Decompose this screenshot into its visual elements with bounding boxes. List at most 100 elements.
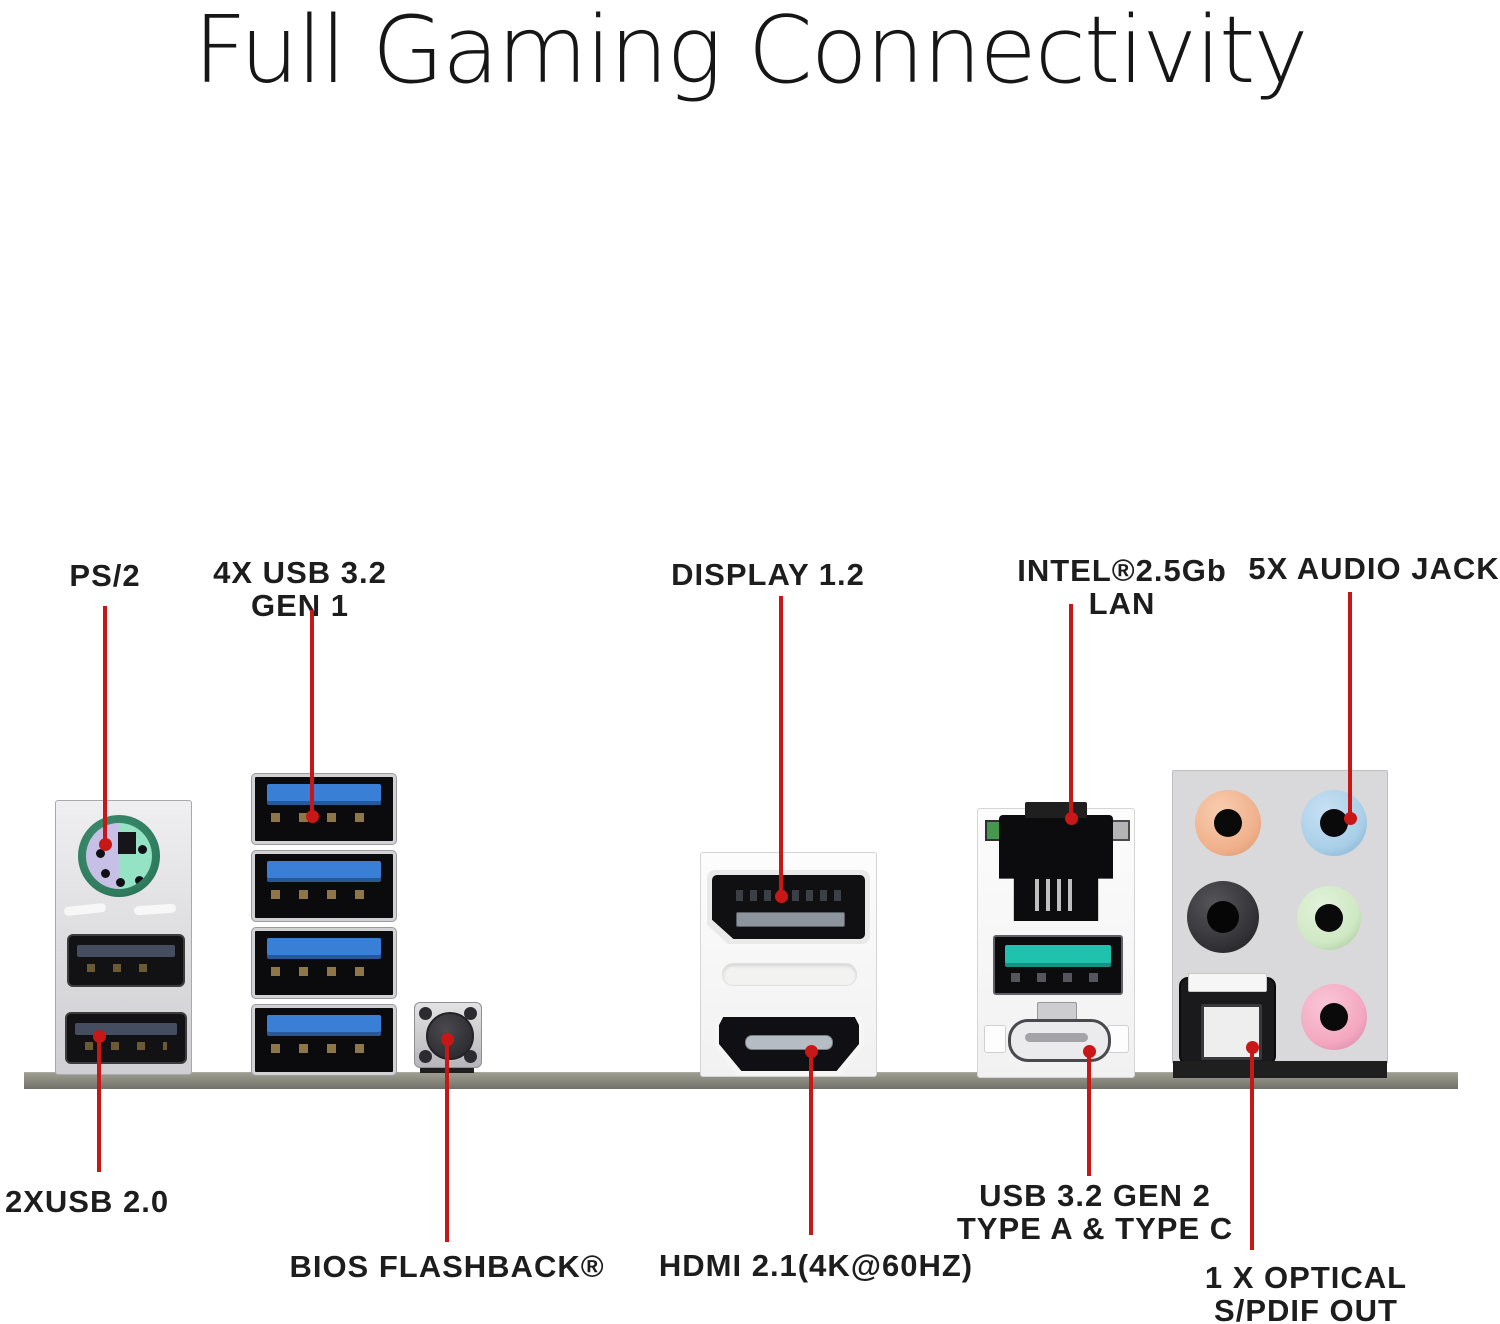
button-corner-pin [464,1050,477,1063]
callout-dot-lan [1065,812,1078,825]
usb3-port-4 [252,1005,396,1075]
bracket-slot [722,963,857,986]
usb2-port-2 [65,1012,187,1064]
spdif-flap [1188,973,1267,992]
rj45-pin-comb [1035,879,1079,911]
ps2-key-notch [118,832,136,854]
label-lan-line2: LAN [1088,586,1156,621]
bios-flashback-button [414,1002,482,1068]
callout-line-bios [445,1043,449,1242]
label-usb32-gen1-line1: 4X USB 3.2 [213,555,387,590]
callout-dot-usb32-gen1 [306,810,319,823]
usb2-pins [87,964,165,972]
jack-hole [1315,904,1343,932]
audio-jack-blue [1301,790,1367,856]
hdmi-shell [714,1013,864,1075]
button-corner-pin [464,1007,477,1020]
video-block [700,852,877,1077]
label-displayport: DISPLAY 1.2 [671,557,865,592]
audio-jack-orange [1195,790,1261,856]
ps2-pin [116,878,125,887]
displayport-shell [707,870,870,944]
jack-hole [1214,809,1242,837]
label-lan: INTEL®2.5Gb LAN [1017,553,1227,621]
callout-dot-hdmi [805,1045,818,1058]
ps2-port [78,815,160,897]
page-title: Full Gaming Connectivity [193,0,1308,104]
callout-line-usb32-gen1 [310,610,314,816]
callout-dot-usb32-gen2 [1083,1045,1096,1058]
label-usb32-gen2-line1: USB 3.2 GEN 2 [979,1178,1211,1213]
usb3-pins [271,1044,377,1053]
audio-jack-pink [1301,984,1367,1050]
ps2-pin [101,869,110,878]
bracket-slot [133,903,177,916]
usb3-port-2 [252,851,396,921]
optical-spdif-port [1179,973,1276,1065]
label-spdif-line1: 1 X OPTICAL [1204,1260,1408,1295]
usb2-contact-strip [75,1023,177,1035]
callout-dot-audio [1344,812,1357,825]
jack-hole [1320,809,1348,837]
usb2-port-1 [67,934,185,987]
label-ps2: PS/2 [69,558,141,593]
usb3-tongue [267,784,381,805]
usb3-tongue [267,938,381,959]
usb3-port-3 [252,928,396,998]
usb-gen2-pins [1011,973,1105,982]
label-audio: 5X AUDIO JACK [1248,551,1500,586]
ps2-usb2-block [55,800,192,1075]
usb-c-slot [1025,1033,1088,1042]
label-spdif: 1 X OPTICAL S/PDIF OUT [1204,1260,1408,1324]
usb3-pins [271,967,377,976]
label-bios: BIOS FLASHBACK® [289,1249,605,1284]
callout-line-ps2 [103,606,107,844]
hdmi-contact-bar [745,1035,833,1050]
ps2-port-inner [86,823,152,889]
usb-gen2-tongue [1005,945,1111,967]
label-usb32-gen2-line2: TYPE A & TYPE C [956,1211,1234,1246]
ps2-pin [135,876,144,885]
audio-block-base [1173,1061,1387,1078]
callout-dot-bios [441,1033,454,1046]
usb32-gen2-type-c-port [1008,1019,1111,1062]
callout-line-usb32-gen2 [1087,1055,1091,1176]
hdmi-port [719,1017,859,1071]
usb2-contact-strip [77,945,175,957]
jack-hole [1320,1003,1348,1031]
label-hdmi: HDMI 2.1(4K@60HZ) [658,1248,974,1283]
ps2-pin [138,845,147,854]
usb3-tongue [267,861,381,882]
callout-dot-displayport [775,890,788,903]
usb2-pins [85,1042,167,1050]
usb3-pins [271,890,377,899]
callout-line-usb20 [97,1040,101,1172]
callout-dot-ps2 [99,838,112,851]
usb32-gen2-type-a-port [993,935,1123,995]
label-lan-line1: INTEL®2.5Gb [1017,553,1227,588]
callout-line-displayport [779,596,783,896]
usb3-port-1 [252,774,396,844]
label-usb32-gen2: USB 3.2 GEN 2 TYPE A & TYPE C [956,1178,1234,1246]
lan-rj45-port [999,815,1113,921]
callout-line-hdmi [809,1055,813,1235]
callout-line-audio [1348,592,1352,818]
label-spdif-line2: S/PDIF OUT [1214,1293,1398,1324]
jack-hole [1207,901,1239,933]
audio-jack-green [1297,886,1361,950]
callout-line-lan [1069,604,1073,818]
callout-line-spdif [1250,1051,1254,1250]
audio-jack-black [1187,881,1259,953]
label-usb20: 2XUSB 2.0 [5,1184,170,1219]
lan-usb-block [977,802,1135,1078]
label-usb32-gen1: 4X USB 3.2 GEN 1 [213,555,387,621]
usb3-pins [271,813,377,822]
usb3-tongue [267,1015,381,1036]
button-corner-pin [419,1007,432,1020]
button-corner-pin [419,1050,432,1063]
bracket-slot [63,902,107,917]
displayport-port [712,875,865,939]
ps2-pin [96,849,105,858]
callout-dot-usb20 [93,1030,106,1043]
